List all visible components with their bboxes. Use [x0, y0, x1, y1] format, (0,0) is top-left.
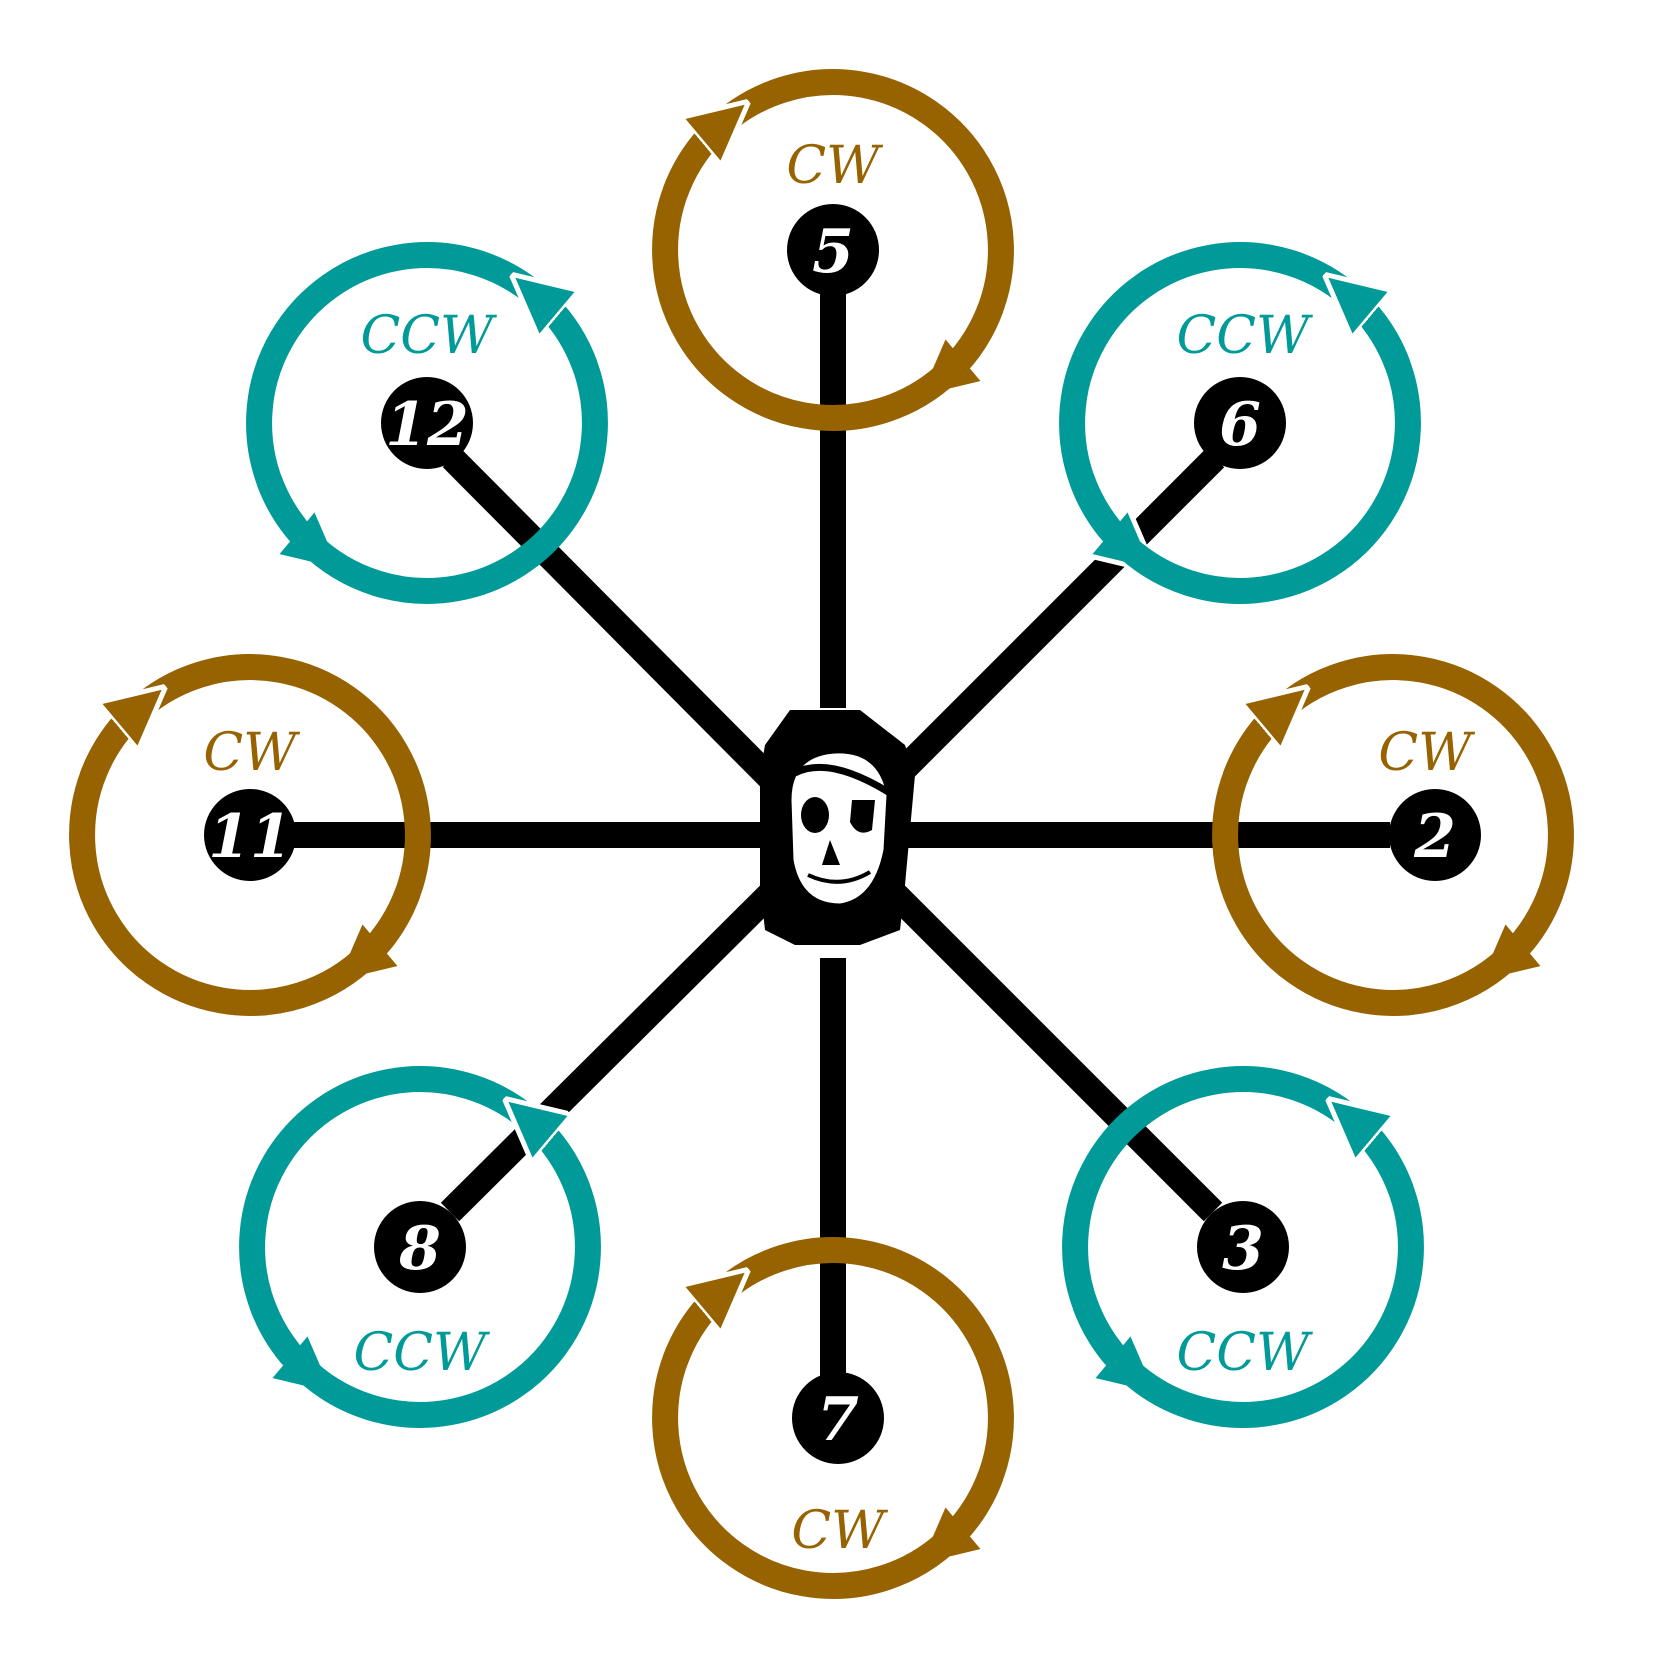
- direction-label-3: CCW: [1176, 1323, 1313, 1383]
- motor-hub-8: [374, 1201, 466, 1293]
- rotation-arrow-3-2: [1072, 1118, 1424, 1428]
- motor-hub-11: [204, 789, 296, 881]
- rotor-ring-motor-6: [1059, 242, 1421, 604]
- direction-label-2: CW: [1378, 723, 1475, 783]
- rotor-ring-motor-5: [652, 69, 1014, 431]
- rotor-ring-motor-3: [1062, 1066, 1424, 1428]
- motor-hub-12: [381, 377, 473, 469]
- motor-number-6: 6: [1219, 390, 1261, 460]
- motor-hub-7: [792, 1372, 884, 1464]
- rotation-arrow-2-2: [1212, 706, 1564, 1016]
- motor-number-11: 11: [208, 802, 292, 872]
- rotation-arrow-12-2: [256, 294, 608, 604]
- rotor-ring-motor-11: [69, 654, 431, 1016]
- rotation-arrow-7-2: [652, 1289, 1004, 1599]
- motor-number-3: 3: [1222, 1214, 1264, 1284]
- motor-number-5: 5: [812, 217, 854, 287]
- motor-hub-5: [787, 204, 879, 296]
- motor-number-12: 12: [385, 390, 469, 460]
- center-hub: [760, 710, 915, 945]
- direction-label-6: CCW: [1176, 306, 1313, 366]
- direction-label-11: CW: [203, 723, 300, 783]
- direction-label-8: CCW: [353, 1323, 490, 1383]
- rotor-ring-motor-12: [246, 242, 608, 604]
- arm-motor-3: [884, 883, 1223, 1222]
- direction-label-5: CW: [786, 136, 883, 196]
- motor-hub-3: [1197, 1201, 1289, 1293]
- direction-label-7: CW: [791, 1501, 888, 1561]
- rotor-ring-motor-7: [652, 1237, 1014, 1599]
- motor-number-2: 2: [1413, 802, 1456, 872]
- rotation-arrow-5-2: [652, 121, 1004, 431]
- pirate-skull-icon: [788, 750, 895, 907]
- rotation-arrow-11-2: [69, 706, 421, 1016]
- motor-hub-6: [1194, 377, 1286, 469]
- motor-number-7: 7: [817, 1385, 859, 1455]
- rotor-rings: [69, 69, 1574, 1599]
- rotor-ring-motor-8: [239, 1066, 601, 1428]
- arm-motor-6: [884, 448, 1225, 789]
- direction-label-12: CCW: [360, 306, 497, 366]
- rotation-arrow-6-2: [1069, 294, 1421, 604]
- arm-motor-8: [440, 883, 781, 1222]
- arm-motor-12: [442, 448, 781, 789]
- motor-hub-2: [1389, 789, 1481, 881]
- motor-number-8: 8: [398, 1214, 441, 1284]
- rotor-ring-motor-2: [1212, 654, 1574, 1016]
- rotation-arrow-8-2: [249, 1118, 601, 1428]
